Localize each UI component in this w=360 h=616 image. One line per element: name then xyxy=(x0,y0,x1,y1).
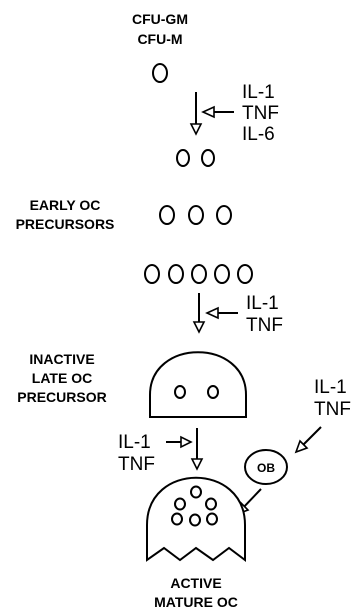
inactive-label-line2: LATE OC xyxy=(32,370,92,386)
osteoblast-cell xyxy=(244,449,288,485)
cytokine-arrow-1-head xyxy=(201,105,215,119)
cytokine-tnf-a: TNF xyxy=(242,103,279,124)
down-arrow-2-head xyxy=(192,321,206,334)
down-arrow-3-head xyxy=(190,458,204,471)
stem-label-line2: CFU-M xyxy=(137,31,182,47)
stem-cell xyxy=(152,63,168,83)
inactive-nucleus-left xyxy=(174,385,186,399)
cell-row-three xyxy=(159,205,232,225)
inactive-label-line1: INACTIVE xyxy=(29,351,94,367)
cytokine-arrow-3-head xyxy=(180,435,193,449)
cytokine-tnf-c: TNF xyxy=(118,454,155,475)
active-label-line2: MATURE OC xyxy=(154,594,238,610)
osteoblast-label: OB xyxy=(257,461,275,475)
cytokine-il6-a: IL-6 xyxy=(242,124,275,145)
cell-row-two xyxy=(176,149,215,167)
cytokine-il1-b: IL-1 xyxy=(246,293,279,314)
inactive-precursor-dome xyxy=(149,351,247,418)
cytokine-il1-a: IL-1 xyxy=(242,82,275,103)
down-arrow-1-head xyxy=(189,123,203,136)
ob-input-arrow-head xyxy=(294,439,309,454)
cytokine-tnf-b: TNF xyxy=(246,315,283,336)
cell-row-five xyxy=(144,264,253,284)
cytokine-arrow-2-head xyxy=(205,306,219,320)
early-label-line1: EARLY OC xyxy=(30,197,101,213)
cytokine-tnf-d: TNF xyxy=(314,399,351,420)
inactive-label-line3: PRECURSOR xyxy=(17,389,106,405)
active-oc-nuclei xyxy=(171,485,218,527)
stem-label-line1: CFU-GM xyxy=(132,11,188,27)
early-label-line2: PRECURSORS xyxy=(16,216,115,232)
cytokine-il1-d: IL-1 xyxy=(314,377,347,398)
active-label-line1: ACTIVE xyxy=(170,575,221,591)
cytokine-il1-c: IL-1 xyxy=(118,432,151,453)
inactive-nucleus-right xyxy=(207,385,219,399)
